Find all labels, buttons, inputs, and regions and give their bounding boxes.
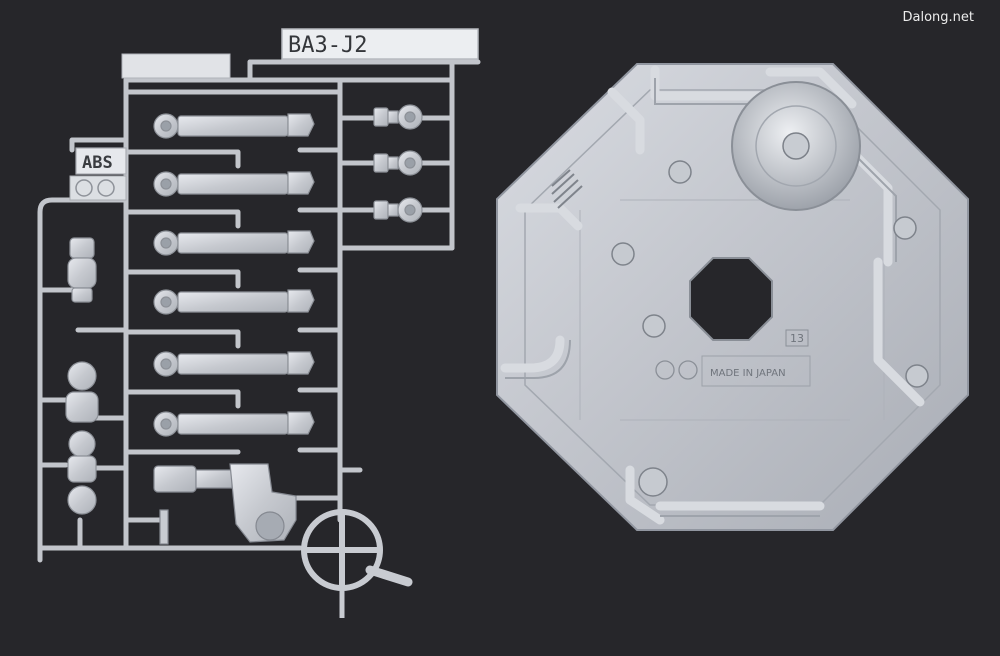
recycle-symbol-icon	[97, 179, 115, 197]
runner-tag: BA3-J2	[281, 28, 479, 60]
piston-rod-5	[153, 351, 315, 377]
center-hole	[689, 257, 773, 341]
recycle-symbol-icon	[655, 360, 675, 380]
joint-parts	[373, 104, 423, 223]
runner-code: BA3-J2	[288, 33, 367, 58]
recycle-symbol-icon	[75, 179, 93, 197]
joint-part-1	[373, 104, 423, 130]
material-tag: ABS	[69, 147, 127, 201]
runner-ring	[301, 509, 413, 618]
piston-rod-6	[153, 411, 315, 437]
recycle-symbol-icon	[678, 360, 698, 380]
piston-rod-4	[153, 289, 315, 315]
column-parts	[65, 237, 99, 515]
base-sockets	[611, 160, 929, 497]
joint-part-2	[373, 150, 423, 176]
shoulder-part	[153, 463, 297, 545]
watermark: Dalong.net	[903, 10, 975, 25]
vent-grille	[551, 169, 583, 209]
joint-part-3	[373, 197, 423, 223]
made-in-label: MADE IN JAPAN	[710, 368, 786, 379]
material-label: ABS	[82, 153, 113, 173]
piston-rod-3	[153, 230, 315, 256]
piston-parts	[153, 113, 315, 437]
display-base: MADE IN JAPAN 13	[496, 63, 969, 531]
piston-rod-2	[153, 171, 315, 197]
runner-plate	[121, 53, 231, 79]
base-pipe-shadows	[505, 78, 897, 517]
part-number: 13	[790, 332, 804, 345]
molded-info: MADE IN JAPAN 13	[655, 329, 811, 387]
piston-rod-1	[153, 113, 315, 139]
